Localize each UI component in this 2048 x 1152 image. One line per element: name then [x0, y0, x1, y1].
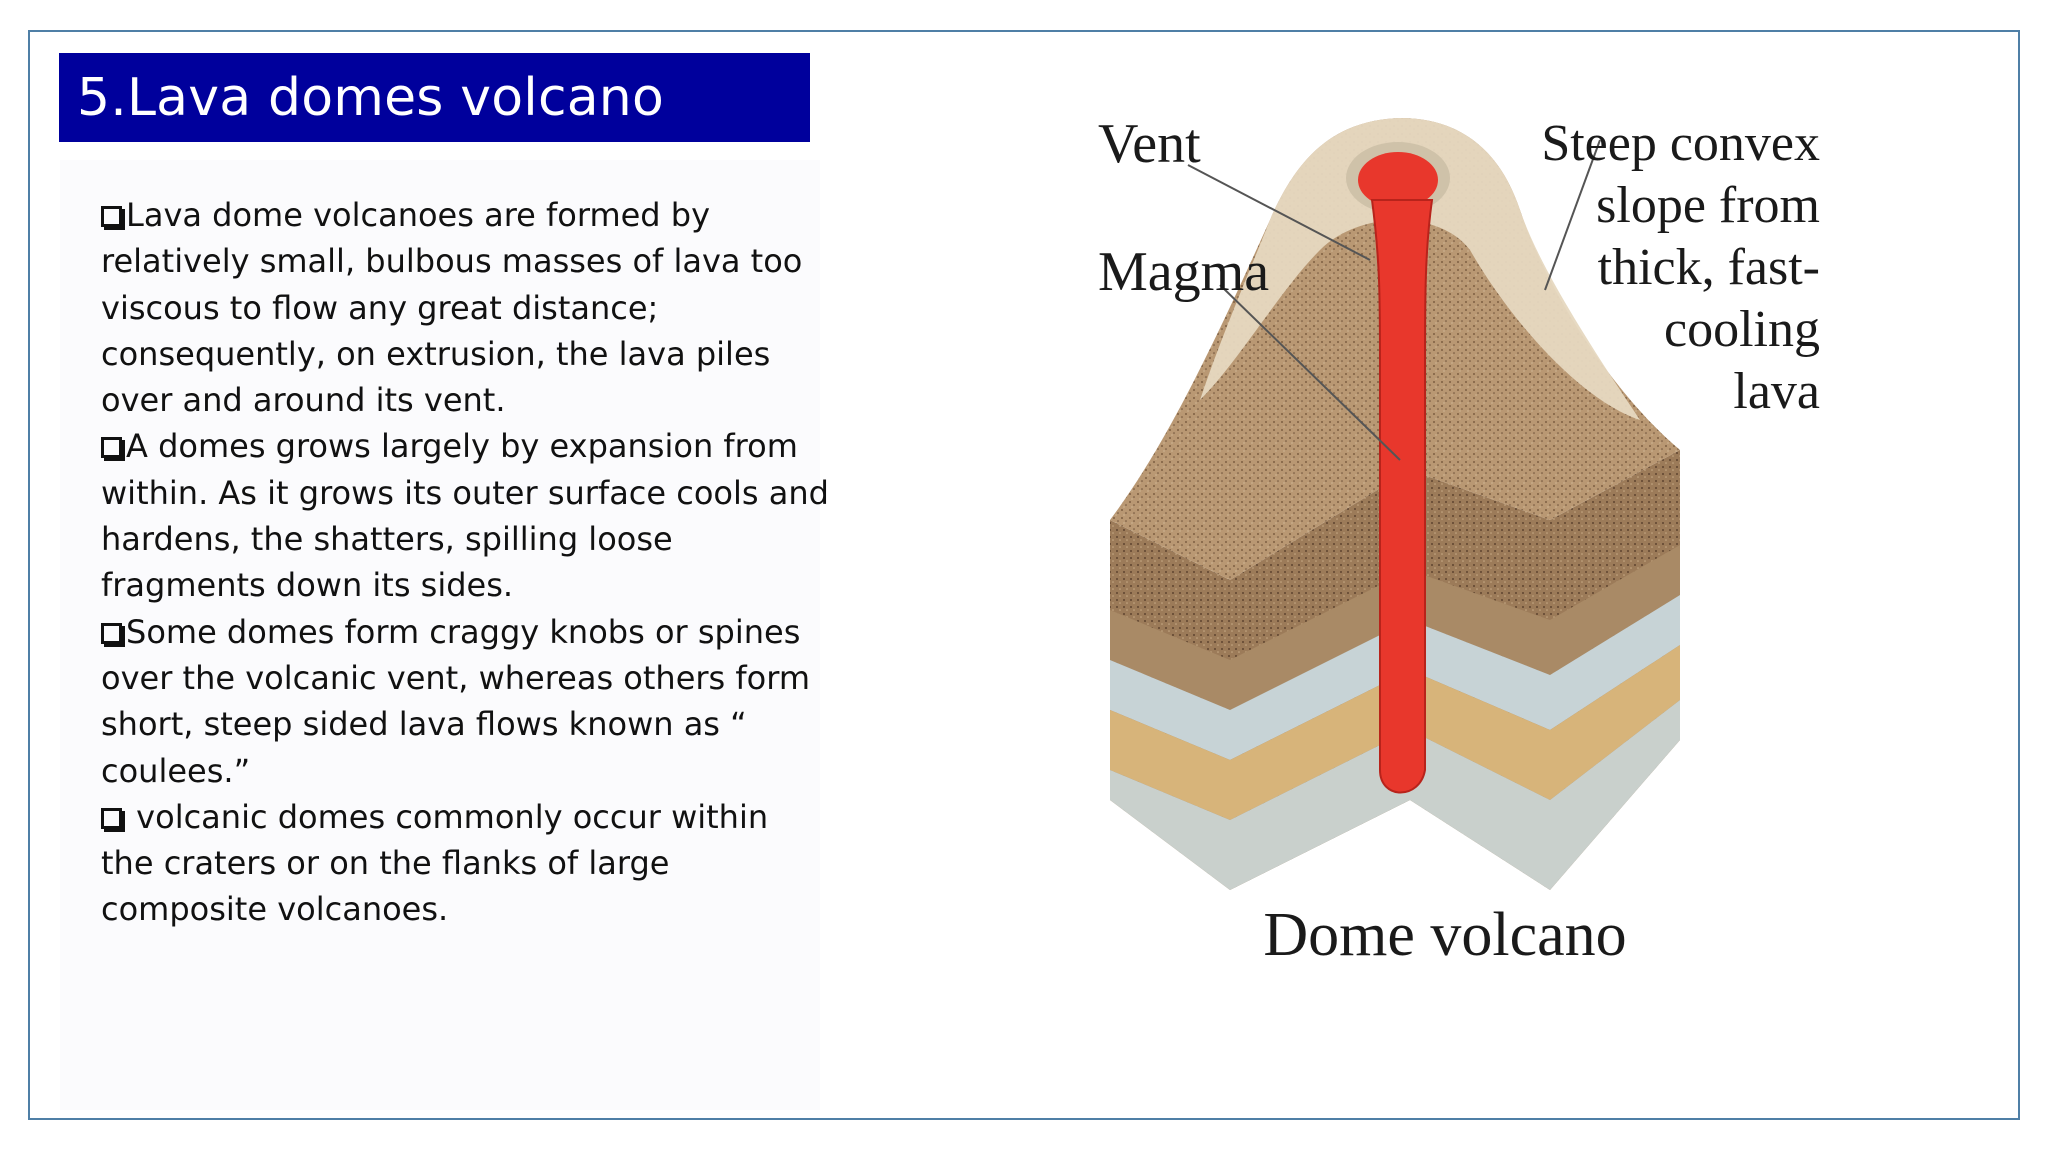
title-bar: 5.Lava domes volcano	[59, 53, 810, 142]
checkbox-bullet-icon	[101, 437, 122, 459]
slope-label: cooling	[1664, 301, 1820, 358]
bullet-text: volcanic domes commonly occur within	[126, 797, 769, 836]
bullet-item: Lava dome volcanoes are formed by relati…	[101, 192, 821, 423]
bullet-text: A domes grows largely by expansion from	[126, 427, 798, 466]
slope-label: lava	[1733, 363, 1820, 420]
checkbox-bullet-icon	[101, 622, 122, 644]
vent-leader-line	[1187, 164, 1371, 261]
checkbox-bullet-icon	[101, 206, 122, 227]
magma-leader-line	[1219, 284, 1401, 461]
dome-cap	[1200, 118, 1640, 420]
slide-title: 5.Lava domes volcano	[77, 67, 664, 128]
bullet-text: coulees.”	[101, 751, 251, 790]
bullet-text: viscous to flow any great distance;	[101, 288, 659, 327]
figure-caption: Dome volcano	[1263, 901, 1626, 969]
vent-label: Vent	[1098, 113, 1201, 175]
bullet-item: A domes grows largely by expansion from …	[101, 423, 829, 608]
bullet-text: within. As it grows its outer surface co…	[101, 473, 829, 512]
bullet-text: fragments down its sides.	[101, 566, 514, 605]
left-block-face	[1110, 520, 1230, 890]
bullet-text: over the volcanic vent, whereas others f…	[101, 658, 810, 697]
magma-label: Magma	[1098, 241, 1269, 303]
slope-leader-line	[1544, 139, 1601, 291]
bullet-text: over and around its vent.	[101, 381, 506, 420]
cutaway-faces	[1230, 470, 1550, 890]
bullet-text: hardens, the shatters, spilling loose	[101, 520, 673, 559]
bullet-item: Some domes form craggy knobs or spines o…	[101, 609, 821, 794]
slope-label: Steep convex	[1541, 115, 1820, 172]
bullet-text: composite volcanoes.	[101, 890, 449, 929]
bullet-list: Lava dome volcanoes are formed by relati…	[101, 192, 829, 933]
bullet-text: the craters or on the flanks of large	[101, 844, 670, 883]
bullet-text: Lava dome volcanoes are formed by	[126, 196, 711, 234]
vent-opening	[1358, 152, 1438, 208]
dome-volcano-figure: Vent Magma Steep convex slope from thick…	[1080, 100, 1860, 980]
bullet-text: consequently, on extrusion, the lava pil…	[101, 334, 771, 373]
slope-label: slope from	[1596, 177, 1820, 234]
bullet-text: short, steep sided lava flows known as “	[101, 705, 747, 744]
checkbox-bullet-icon	[101, 807, 122, 829]
dome-volcano-diagram: Vent Magma Steep convex slope from thick…	[1098, 113, 1820, 969]
bullet-text: relatively small, bulbous masses of lava…	[101, 242, 803, 281]
slope-label: thick, fast-	[1598, 239, 1820, 296]
text-panel	[60, 160, 820, 1110]
bullet-item: volcanic domes commonly occur within the…	[101, 794, 821, 933]
right-block-face	[1550, 450, 1680, 890]
bullet-text: Some domes form craggy knobs or spines	[126, 612, 801, 651]
magma-conduit	[1370, 199, 1434, 794]
